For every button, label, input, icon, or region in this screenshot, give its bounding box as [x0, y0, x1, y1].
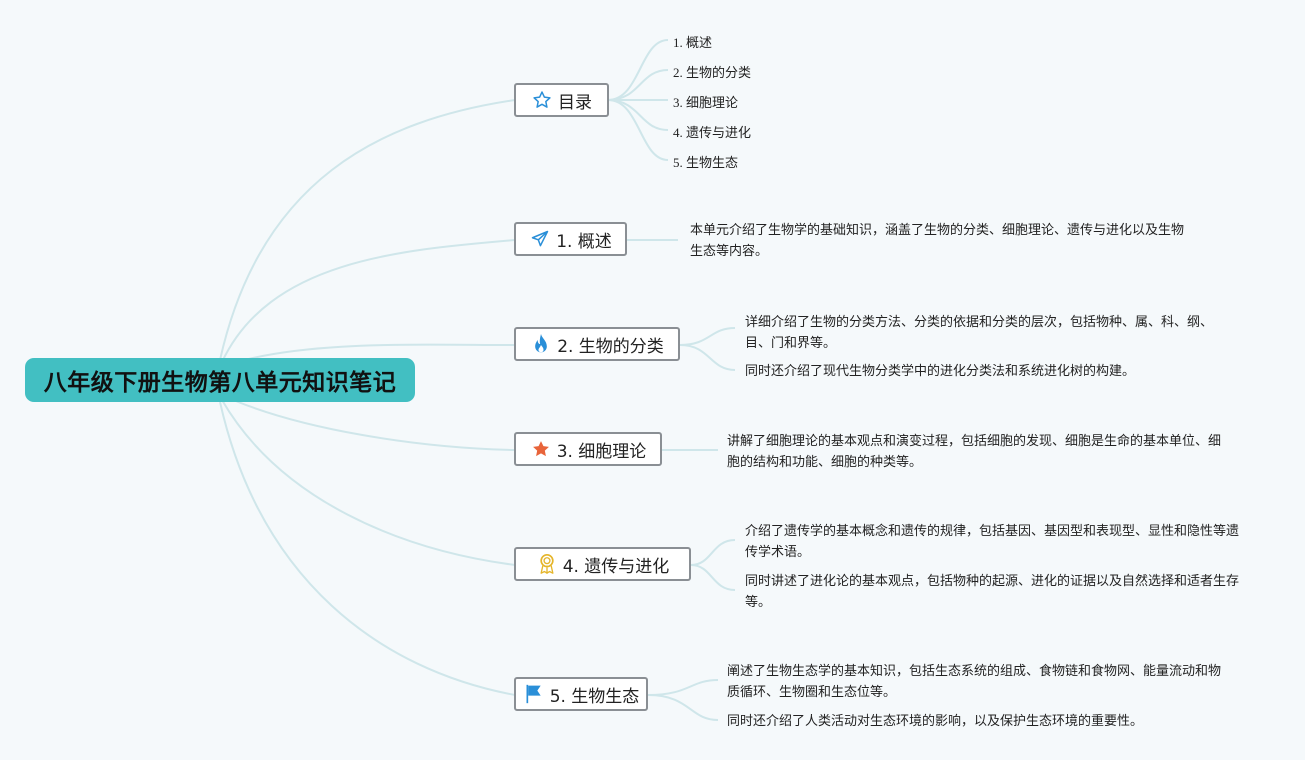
toc-item[interactable]: 5. 生物生态	[673, 155, 739, 170]
branch-label: 5. 生物生态	[549, 686, 640, 707]
branch-label: 3. 细胞理论	[556, 441, 647, 462]
branch-cell-theory[interactable]: 3. 细胞理论	[514, 432, 662, 466]
star-filled-icon	[530, 438, 552, 460]
note-genetics-2[interactable]: 同时讲述了进化论的基本观点，包括物种的起源、进化的证据以及自然选择和适者生存等。	[745, 574, 1240, 610]
note-ecology-1[interactable]: 阐述了生物生态学的基本知识，包括生态系统的组成、食物链和食物网、能量流动和物质循…	[727, 664, 1222, 700]
branch-label: 1. 概述	[556, 231, 612, 252]
toc-label: 目录	[558, 92, 592, 113]
paper-plane-icon	[529, 228, 551, 250]
branch-label: 2. 生物的分类	[557, 336, 664, 357]
note-ecology-2[interactable]: 同时还介绍了人类活动对生态环境的影响，以及保护生态环境的重要性。	[727, 714, 1144, 729]
toc-item[interactable]: 1. 概述	[673, 35, 713, 50]
note-cell-theory[interactable]: 讲解了细胞理论的基本观点和演变过程，包括细胞的发现、细胞是生命的基本单位、细胞的…	[727, 434, 1222, 470]
branch-label: 4. 遗传与进化	[562, 556, 670, 577]
star-outline-icon	[531, 89, 553, 111]
toc-item[interactable]: 4. 遗传与进化	[673, 125, 752, 140]
root-topic[interactable]: 八年级下册生物第八单元知识笔记	[25, 358, 415, 402]
note-classification-1[interactable]: 详细介绍了生物的分类方法、分类的依据和分类的层次，包括物种、属、科、纲、目、门和…	[745, 315, 1214, 351]
medal-icon	[536, 553, 558, 575]
note-overview[interactable]: 本单元介绍了生物学的基础知识，涵盖了生物的分类、细胞理论、遗传与进化以及生物生态…	[690, 223, 1185, 259]
note-classification-2[interactable]: 同时还介绍了现代生物分类学中的进化分类法和系统进化树的构建。	[745, 364, 1136, 379]
note-genetics-1[interactable]: 介绍了遗传学的基本概念和遗传的规律，包括基因、基因型和表现型、显性和隐性等遗传学…	[745, 524, 1240, 560]
toc-item[interactable]: 2. 生物的分类	[673, 65, 752, 80]
toc-item[interactable]: 3. 细胞理论	[673, 95, 739, 110]
branch-genetics-evolution[interactable]: 4. 遗传与进化	[514, 547, 691, 581]
branch-ecology[interactable]: 5. 生物生态	[514, 677, 648, 711]
branch-overview[interactable]: 1. 概述	[514, 222, 627, 256]
flame-icon	[530, 333, 552, 355]
flag-icon	[523, 683, 545, 705]
toc-node[interactable]: 目录	[514, 83, 609, 117]
branch-classification[interactable]: 2. 生物的分类	[514, 327, 680, 361]
